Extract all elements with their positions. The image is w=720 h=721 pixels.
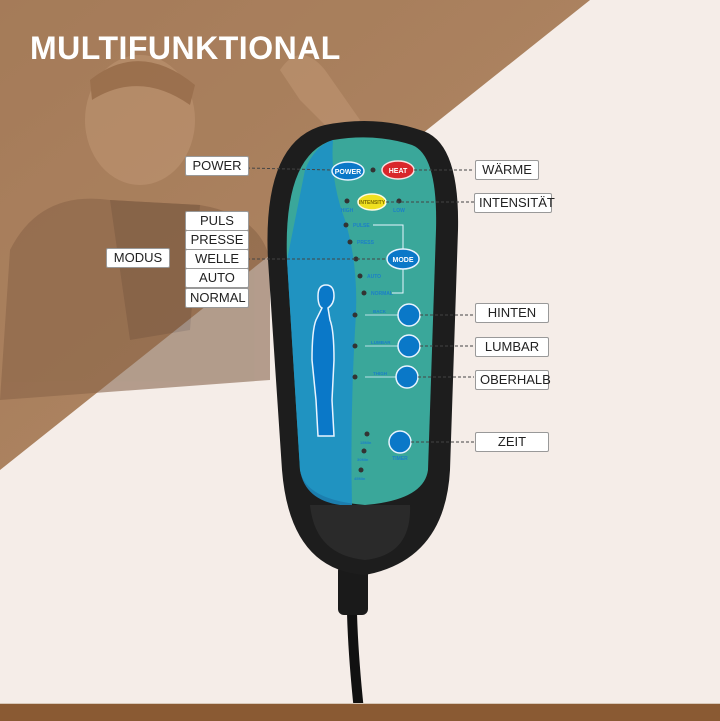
callout-mode-wave: WELLE: [185, 249, 249, 269]
page-title: MULTIFUNKTIONAL: [30, 30, 341, 66]
heat-button[interactable]: HEAT: [381, 160, 415, 180]
back-label: BACK: [373, 309, 387, 314]
auto-label: AUTO: [367, 274, 381, 280]
timer-button[interactable]: [388, 430, 412, 454]
callout-modus: MODUS: [106, 248, 170, 268]
thigh-label: THIGH: [373, 371, 387, 376]
intensity-button[interactable]: INTENSITY: [357, 193, 387, 211]
body-figure-icon: [311, 284, 335, 437]
callout-intensitaet: INTENSITÄT: [474, 193, 555, 213]
high-led: [344, 198, 350, 204]
low-led: [396, 198, 402, 204]
pulse-led: [343, 222, 349, 228]
cable-strain-relief: [338, 565, 368, 615]
svg-text:POWER: POWER: [335, 169, 361, 176]
mode-button[interactable]: MODE: [386, 248, 420, 270]
callout-power: POWER: [185, 156, 249, 176]
callout-hinten: HINTEN: [475, 303, 549, 323]
callout-waerme: WÄRME: [475, 160, 539, 180]
t30-led: [361, 448, 367, 454]
svg-text:INTENSITY: INTENSITY: [359, 200, 386, 206]
pulse-label: PULSE: [353, 223, 370, 229]
thigh-led: [352, 374, 358, 380]
svg-text:HEAT: HEAT: [389, 168, 408, 175]
remote-grip: [310, 505, 411, 560]
t15-led: [364, 431, 370, 437]
power-led: [370, 167, 376, 173]
callout-mode-pulse: PULS: [185, 211, 249, 231]
power-button[interactable]: POWER: [331, 161, 365, 181]
t45-led: [358, 467, 364, 473]
bottom-bar: [0, 703, 720, 721]
normal-led: [361, 290, 367, 296]
t30-label: 30Min: [357, 457, 369, 462]
callout-lumbar: LUMBAR: [475, 337, 549, 357]
callout-oberhalb: OBERHALB: [475, 370, 551, 390]
t15-label: 15Min: [360, 440, 372, 445]
back-led: [352, 312, 358, 318]
low-label: LOW: [393, 208, 405, 214]
high-label: HIGH: [341, 208, 354, 214]
callout-zeit: ZEIT: [475, 432, 549, 452]
leader-lines: [246, 167, 474, 443]
callout-mode-auto: AUTO: [185, 268, 249, 288]
t45-label: 45Min: [354, 476, 366, 481]
back-button[interactable]: [397, 303, 421, 327]
callout-mode-normal: NORMAL: [185, 288, 249, 308]
press-label: PRESS: [357, 240, 375, 246]
press-led: [347, 239, 353, 245]
lumbar-led: [352, 343, 358, 349]
mode-bracket: [373, 224, 404, 294]
normal-label: NORMAL: [371, 291, 393, 297]
thigh-button[interactable]: [395, 365, 419, 389]
lumbar-label: LUMBAR: [371, 340, 391, 345]
svg-text:MODE: MODE: [393, 257, 414, 264]
wave-led: [353, 256, 359, 262]
lumbar-button[interactable]: [397, 334, 421, 358]
auto-led: [357, 273, 363, 279]
timer-label: TIMER: [392, 456, 408, 462]
callout-mode-press: PRESSE: [185, 230, 249, 250]
